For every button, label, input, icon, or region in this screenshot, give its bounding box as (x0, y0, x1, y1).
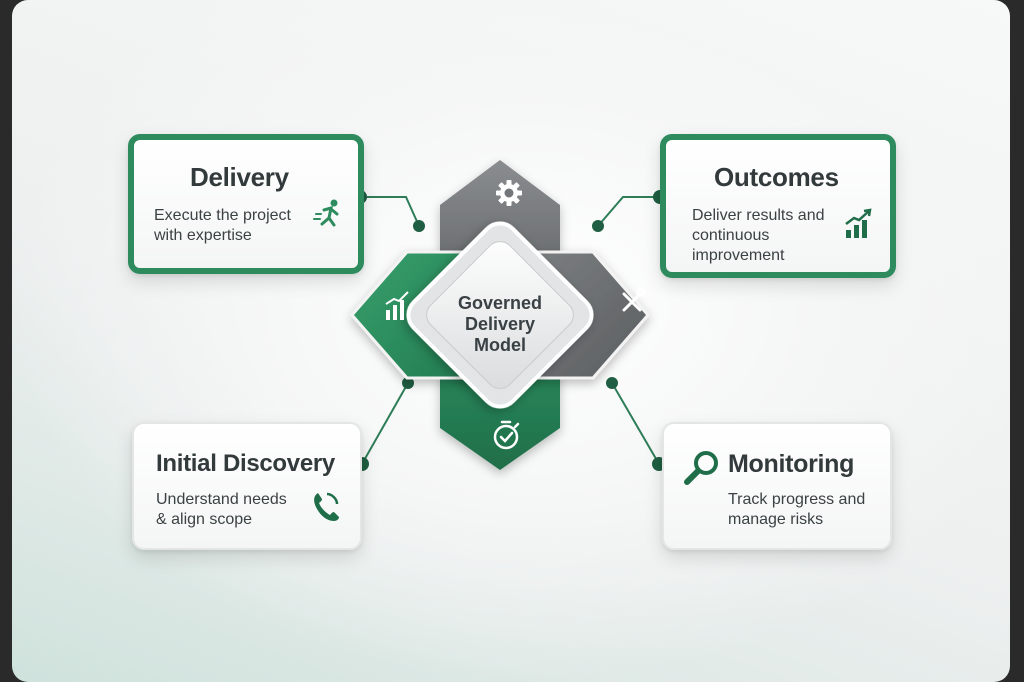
center-label-line: Governed (457, 293, 543, 313)
bar-chart-icon (385, 291, 409, 320)
card-desc-line: continuous (692, 227, 770, 244)
connector-dot (592, 220, 604, 232)
phone-icon (314, 492, 339, 521)
card-description: Track progress and manage risks (728, 490, 918, 530)
connector-dot (606, 377, 618, 389)
connector-outcomes (597, 196, 660, 227)
card-title: Outcomes (714, 162, 839, 192)
hub-center-face (426, 241, 574, 389)
gear-icon (496, 180, 522, 206)
connector-monitoring (611, 382, 660, 465)
center-label: Governed Delivery Model (450, 293, 550, 356)
card-title: Delivery (190, 162, 289, 192)
card-desc-line: with expertise (154, 227, 252, 244)
card-desc-line: & align scope (156, 511, 253, 528)
diagram-canvas: Governed Delivery Model Delivery Execute… (12, 0, 1010, 682)
card-description: Deliver results and continuous improveme… (692, 206, 882, 266)
tools-icon (622, 287, 646, 312)
card-description: Execute the project with expertise (154, 206, 344, 246)
card-desc-line: Track progress and (728, 491, 866, 508)
magnifier-icon (684, 451, 718, 485)
card-title: Initial Discovery (156, 450, 335, 477)
card-title: Monitoring (728, 450, 855, 478)
center-label-line: Model (474, 335, 526, 355)
card-outcomes: Outcomes Deliver results and continuous … (660, 134, 896, 278)
card-delivery: Delivery Execute the project with expert… (128, 134, 364, 274)
timer-check-icon (493, 420, 520, 450)
connector-dot (413, 220, 425, 232)
running-person-icon (313, 199, 339, 227)
card-description: Understand needs & align scope (156, 490, 346, 530)
card-desc-line: Deliver results and (692, 207, 825, 224)
center-label-line: Delivery (464, 314, 536, 334)
card-desc-line: improvement (692, 247, 785, 264)
connector-dot (402, 377, 414, 389)
center-hub (350, 160, 650, 470)
card-desc-line: manage risks (728, 511, 824, 528)
connector-delivery (360, 196, 420, 227)
connector-discovery (361, 382, 409, 465)
card-desc-line: Understand needs (156, 491, 287, 508)
card-monitoring: Monitoring Track progress and manage ris… (662, 422, 892, 550)
growth-chart-icon (845, 208, 872, 238)
card-initial-discovery: Initial Discovery Understand needs & ali… (132, 422, 362, 550)
card-desc-line: Execute the project (154, 207, 291, 224)
